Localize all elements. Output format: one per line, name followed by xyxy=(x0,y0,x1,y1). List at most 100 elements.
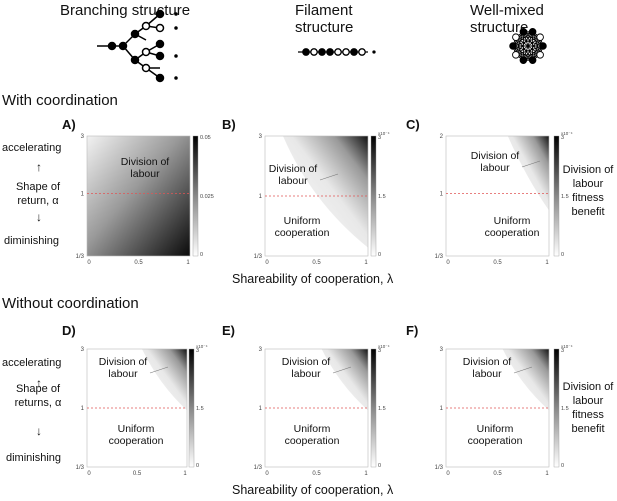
network-node xyxy=(519,27,528,36)
network-node xyxy=(519,56,528,65)
x-tick-label: 0 xyxy=(87,471,91,477)
division-of-labour-region xyxy=(283,136,368,248)
leader-line xyxy=(521,160,541,168)
diminishing-label-top: diminishing xyxy=(4,235,60,247)
network-node xyxy=(539,42,547,50)
colorbar xyxy=(370,135,377,257)
colorbar-tick-label: 0.025 xyxy=(200,194,214,200)
division-of-labour-annotation: Division of labour xyxy=(268,163,318,187)
y-tick-label: 1/3 xyxy=(254,254,263,260)
network-node xyxy=(512,51,520,59)
y-tick-label: 1 xyxy=(81,192,85,198)
division-of-labour-region xyxy=(321,349,368,411)
y-tick-label: 3 xyxy=(81,347,85,353)
shape-of-return-label: Shape of return, α xyxy=(15,181,61,207)
colorbar-exponent: x10⁻⁴ xyxy=(378,344,390,349)
y-tick-label: 1/3 xyxy=(435,465,444,471)
division-of-labour-region xyxy=(507,136,549,211)
filament-title: Filament structure xyxy=(295,2,354,36)
leader-line xyxy=(513,366,533,374)
y-tick-label: 1/3 xyxy=(76,465,85,471)
x-tick-label: 0.5 xyxy=(133,471,142,477)
colorbar xyxy=(192,135,199,257)
leader-line xyxy=(149,366,169,374)
x-tick-label: 0 xyxy=(87,260,91,266)
colorbar-tick-label: 1.5 xyxy=(561,406,569,412)
colorbar-tick-label: 0 xyxy=(196,463,199,469)
y-tick-label: 3 xyxy=(259,347,263,353)
network-node xyxy=(528,56,537,65)
panel-label-B: B) xyxy=(222,117,236,132)
heatmap-region xyxy=(87,136,190,256)
plot-frame xyxy=(86,135,191,257)
y-tick-label: 1/3 xyxy=(76,254,85,260)
colorbar-exponent: x10⁻⁴ xyxy=(561,131,573,136)
x-tick-label: 1 xyxy=(183,471,187,477)
accelerating-label-top: accelerating xyxy=(2,142,62,154)
accelerating-label-bottom: accelerating xyxy=(2,357,62,369)
y-tick-label: 1 xyxy=(440,192,444,198)
x-tick-label: 1 xyxy=(364,260,368,266)
colorbar-tick-label: 3 xyxy=(561,135,564,141)
x-tick-label: 1 xyxy=(545,471,549,477)
y-tick-label: 1/3 xyxy=(435,254,444,260)
x-axis-label-bottom: Shareability of cooperation, λ xyxy=(232,483,394,497)
y-tick-label: 1 xyxy=(440,406,444,412)
panel-label-D: D) xyxy=(62,323,76,338)
y-tick-label: 3 xyxy=(81,134,85,140)
colorbar-tick-label: 0 xyxy=(378,463,381,469)
x-tick-label: 1 xyxy=(545,260,549,266)
panel-label-A: A) xyxy=(62,117,76,132)
up-arrow-icon: ↑ xyxy=(36,160,42,174)
x-tick-label: 0.5 xyxy=(312,260,321,266)
colorbar-tick-label: 1.5 xyxy=(196,406,204,412)
division-of-labour-annotation: Division of labour xyxy=(98,356,148,380)
x-tick-label: 0.5 xyxy=(134,260,143,266)
network-node xyxy=(536,51,544,59)
structure-diagrams xyxy=(97,9,547,83)
x-tick-label: 0 xyxy=(265,260,269,266)
colorbar-tick-label: 3 xyxy=(196,348,199,354)
down-arrow-icon: ↓ xyxy=(36,210,42,224)
y-tick-label: 1 xyxy=(81,406,85,412)
network-node xyxy=(536,33,544,41)
wellmixed-network-icon xyxy=(509,27,547,65)
colorbar-tick-label: 0 xyxy=(200,252,203,258)
division-of-labour-annotation: Division of labour xyxy=(462,356,512,380)
colorbar-tick-label: 3 xyxy=(378,135,381,141)
leader-line xyxy=(332,366,352,374)
colorbar-tick-label: 0 xyxy=(561,252,564,258)
uniform-cooperation-annotation: Uniform cooperation xyxy=(284,423,340,447)
division-of-labour-annotation: Division of labour xyxy=(120,156,170,180)
x-tick-label: 1 xyxy=(364,471,368,477)
colorbar-exponent: x10⁻⁴ xyxy=(196,344,208,349)
x-axis-label-top: Shareability of cooperation, λ xyxy=(232,272,394,286)
y-tick-label: 3 xyxy=(259,134,263,140)
diminishing-label-bottom: diminishing xyxy=(6,452,62,464)
network-node xyxy=(509,42,517,50)
network-node xyxy=(512,33,520,41)
y-tick-label: 2 xyxy=(440,134,444,140)
colorbar xyxy=(188,348,195,468)
colorbar-tick-label: 0.05 xyxy=(200,135,211,141)
fitness-benefit-label-top: Division of labour fitness benefit xyxy=(562,164,614,218)
down-arrow-icon: ↓ xyxy=(36,424,42,438)
up-arrow-icon: ↑ xyxy=(36,376,42,390)
division-of-labour-region xyxy=(142,349,187,411)
shape-of-returns-label: Shape of returns, α xyxy=(14,383,62,409)
panel-label-C: C) xyxy=(406,117,420,132)
leader-line xyxy=(319,173,339,181)
division-of-labour-annotation: Division of labour xyxy=(470,150,520,174)
colorbar-tick-label: 3 xyxy=(561,348,564,354)
panel-label-E: E) xyxy=(222,323,235,338)
filament-chain-icon xyxy=(298,48,376,56)
without-coordination-heading: Without coordination xyxy=(2,295,139,312)
y-tick-label: 1 xyxy=(259,406,263,412)
uniform-cooperation-annotation: Uniform cooperation xyxy=(484,215,540,239)
network-node xyxy=(528,27,537,36)
uniform-cooperation-annotation: Uniform cooperation xyxy=(467,423,523,447)
x-tick-label: 0 xyxy=(265,471,269,477)
